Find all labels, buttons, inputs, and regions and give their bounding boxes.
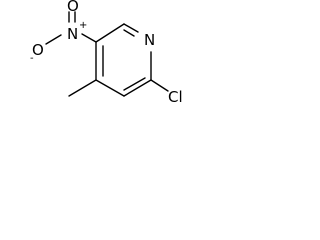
nitro-top-oxygen-label: O: [67, 0, 79, 15]
bond-c4-methyl: [68, 79, 97, 97]
nitro-nitrogen-charge: +: [79, 20, 87, 31]
bond-c6-n1: [123, 23, 139, 33]
bond-c6-n1-inner: [123, 29, 135, 37]
nitro-nitrogen-label: N: [67, 25, 78, 43]
nitro-left-oxygen-label: O: [32, 41, 44, 59]
atom-labels: N N + O O - Cl: [30, 0, 183, 106]
bond-c2-c3-inner: [123, 77, 146, 91]
bond-c2-c3: [123, 79, 152, 97]
ring-nitrogen-label: N: [144, 31, 155, 49]
bond-c3-c4: [95, 79, 125, 97]
nitro-left-oxygen-charge: -: [30, 53, 34, 64]
structure-canvas: N N + O O - Cl: [0, 0, 196, 138]
bonds: [45, 11, 169, 97]
molecule-diagram: N N + O O - Cl: [30, 0, 183, 106]
bond-c2-cl: [150, 79, 169, 92]
bond-nitro-left-oxygen: [45, 34, 62, 45]
chlorine-label: Cl: [168, 88, 183, 106]
bond-c5-c6: [95, 23, 125, 43]
bond-c5-nitro: [81, 33, 97, 43]
